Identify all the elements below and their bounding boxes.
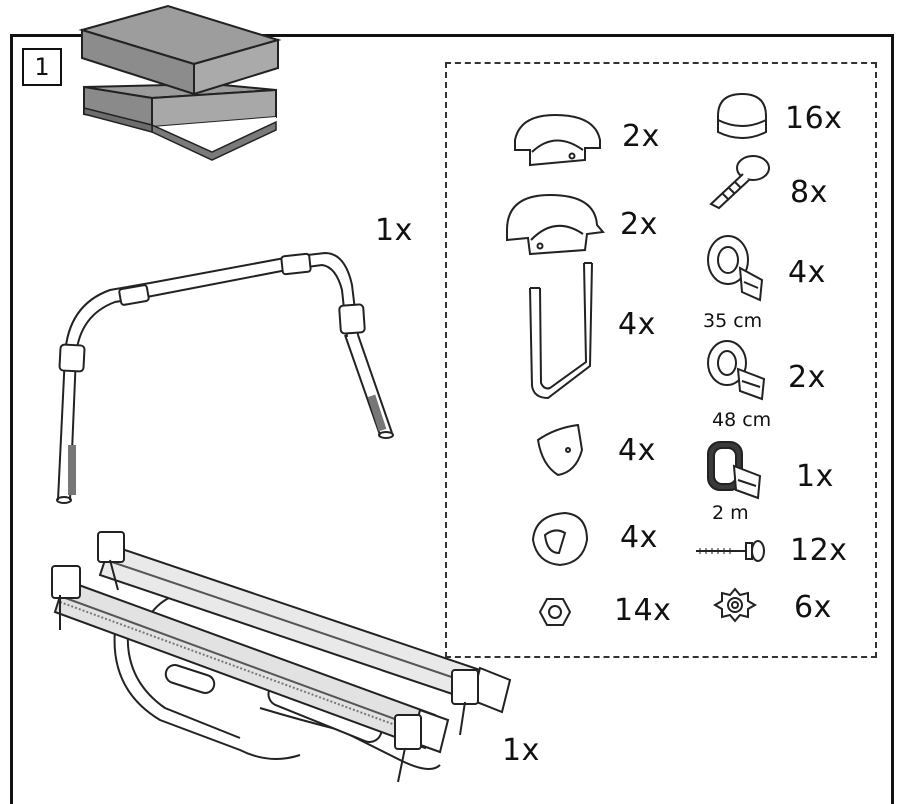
strap-48-icon bbox=[702, 335, 774, 405]
cap-qty: 16x bbox=[785, 101, 843, 136]
screw-qty: 8x bbox=[790, 175, 828, 210]
large-clamp-qty: 2x bbox=[620, 207, 658, 242]
strap-48-qty: 2x bbox=[788, 360, 826, 395]
small-clamp-qty: 2x bbox=[622, 119, 660, 154]
bolt-icon bbox=[692, 538, 766, 564]
knob-qty: 6x bbox=[794, 590, 832, 625]
step-number-box: 1 bbox=[22, 48, 62, 86]
nut-icon bbox=[538, 595, 572, 629]
small-parts-panel bbox=[445, 62, 877, 658]
strap-48-length: 48 cm bbox=[712, 409, 772, 431]
screw-icon bbox=[705, 152, 775, 214]
bolt-qty: 12x bbox=[790, 533, 848, 568]
strap-35-length: 35 cm bbox=[703, 310, 763, 332]
strap-2m-qty: 1x bbox=[796, 459, 834, 494]
shim-qty: 4x bbox=[618, 433, 656, 468]
small-clamp-icon bbox=[500, 110, 610, 170]
package-boxes-illustration bbox=[72, 2, 287, 162]
crossbar-rails-illustration bbox=[40, 520, 520, 795]
cap-icon bbox=[712, 90, 772, 148]
shim-icon bbox=[530, 420, 590, 480]
cradle-qty: 4x bbox=[620, 520, 658, 555]
strap-35-icon bbox=[702, 228, 772, 308]
knob-icon bbox=[712, 585, 758, 625]
strap-2m-icon bbox=[700, 436, 770, 504]
nut-qty: 14x bbox=[614, 593, 672, 628]
large-clamp-icon bbox=[495, 190, 610, 260]
u-bolt-qty: 4x bbox=[618, 307, 656, 342]
frame-arch-illustration bbox=[40, 245, 400, 505]
cradle-icon bbox=[525, 505, 595, 570]
strap-2m-length: 2 m bbox=[712, 502, 749, 524]
frame-quantity: 1x bbox=[375, 213, 413, 248]
u-bolt-icon bbox=[520, 258, 605, 403]
rails-quantity: 1x bbox=[502, 733, 540, 768]
step-number: 1 bbox=[34, 53, 50, 81]
strap-35-qty: 4x bbox=[788, 255, 826, 290]
page-frame bbox=[10, 34, 894, 804]
